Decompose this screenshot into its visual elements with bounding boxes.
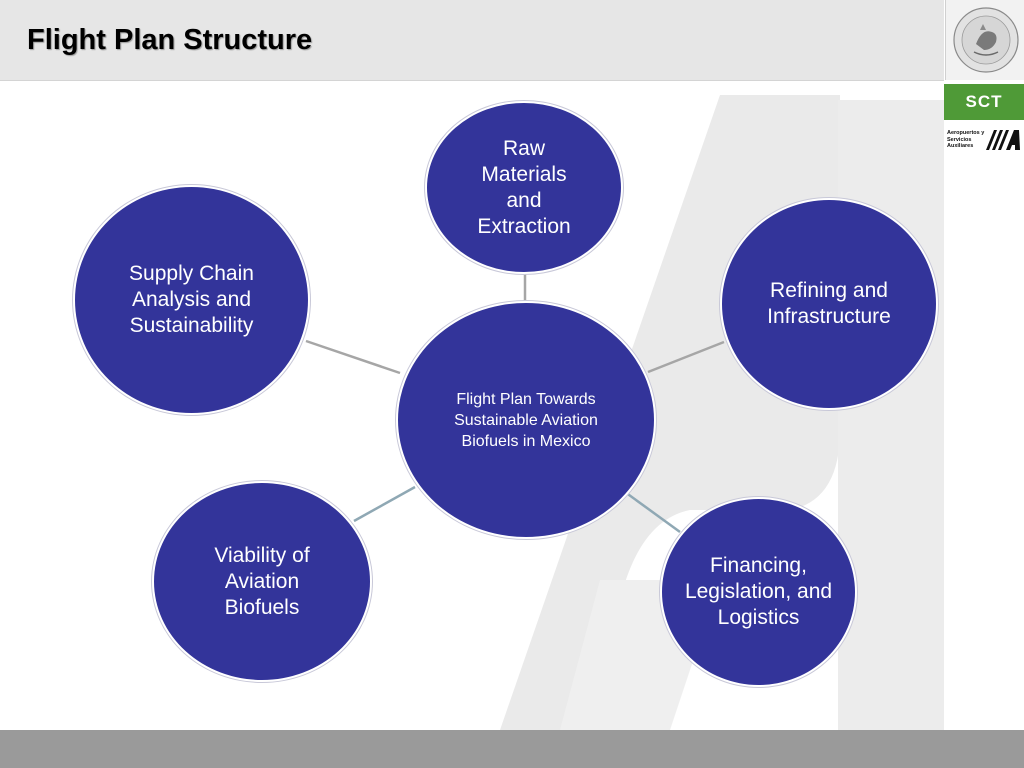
page-title: Flight Plan Structure [27,24,313,56]
node-viability: Viability of Aviation Biofuels [152,481,372,682]
node-refining-label: Refining and Infrastructure [767,279,891,328]
connector-financing [624,490,681,534]
node-financing: Financing, Legislation, and Logistics [660,497,857,687]
connector-supply [305,339,401,375]
coat-of-arms-icon [953,7,1019,73]
node-refining: Refining and Infrastructure [720,198,938,410]
asa-logo-text: Aeropuertos y Servicios Auxiliares [947,130,985,149]
header-bar: Flight Plan Structure [0,0,944,81]
node-center-label: Flight Plan Towards Sustainable Aviation… [454,390,598,450]
node-supply-chain: Supply Chain Analysis and Sustainability [73,185,310,415]
footer-bar [0,730,1024,768]
node-raw-materials-label: Raw Materials and Extraction [477,136,571,238]
node-financing-label: Financing, Legislation, and Logistics [684,554,833,629]
node-center: Flight Plan Towards Sustainable Aviation… [396,301,656,539]
connector-viability [353,485,416,523]
node-raw-materials: Raw Materials and Extraction [425,101,623,274]
node-viability-label: Viability of Aviation Biofuels [214,543,310,619]
asa-stripes-icon [986,130,1020,150]
asa-logo: Aeropuertos y Servicios Auxiliares [944,128,1024,152]
seal-container [945,0,1024,80]
node-supply-chain-label: Supply Chain Analysis and Sustainability [129,262,254,337]
connector-refining [647,340,725,374]
sct-logo: SCT [944,84,1024,120]
